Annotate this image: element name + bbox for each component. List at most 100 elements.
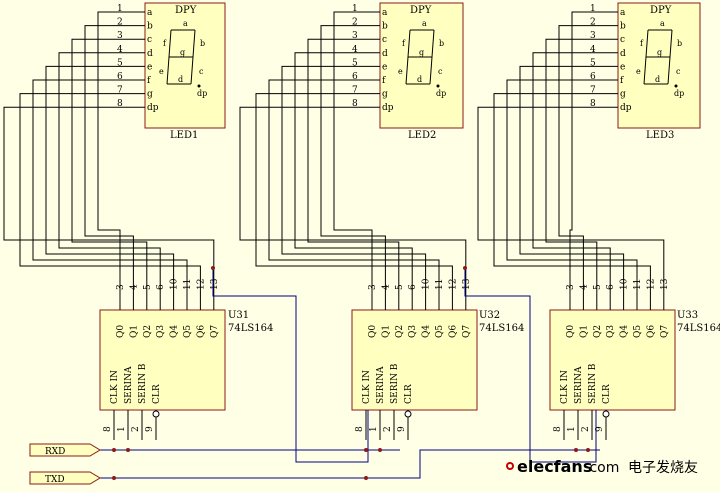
svg-text:e: e [398, 67, 403, 76]
svg-text:74LS164: 74LS164 [677, 323, 720, 334]
svg-text:f: f [640, 39, 644, 48]
chip-pin-name: Q0 [116, 325, 126, 338]
display-pin-name: dp [382, 103, 394, 113]
clr-bubble [404, 410, 412, 418]
chip-input-number: 9 [145, 426, 155, 432]
display-pin-name: a [620, 8, 626, 18]
svg-text:74LS164: 74LS164 [228, 323, 273, 334]
chip-pin-number: 5 [395, 284, 405, 290]
segment-wire [545, 38, 618, 310]
watermark-logo: elecfans ·com 电子发烧友 [506, 457, 698, 476]
chip-pin-name: Q2 [593, 325, 603, 338]
chip-input-number: 2 [131, 426, 141, 432]
display-pin-number: 3 [590, 31, 596, 41]
display-pin-number: 5 [352, 58, 358, 68]
display-led3: DPY a f b g e c d dp LED3 [617, 2, 701, 141]
svg-text:·com: ·com [585, 460, 619, 476]
chip-pin-name: Q4 [170, 325, 180, 338]
chip-pin-name: Q7 [210, 325, 220, 338]
chip-input-name: SERIN B [138, 363, 148, 404]
chip-pin-number: 4 [381, 284, 391, 290]
chip-pin-name: Q7 [462, 325, 472, 338]
display-type-label: DPY [650, 5, 672, 16]
segment-wire [45, 65, 175, 310]
chip-input-name: CLR [152, 384, 162, 404]
segment-wire [71, 38, 148, 310]
chip-pin-name: Q4 [620, 325, 630, 338]
chip-pin-number: 4 [129, 284, 139, 290]
segment-wire [493, 93, 651, 310]
segment-wire [268, 79, 440, 310]
junction [112, 448, 116, 452]
chip-pin-number: 6 [156, 284, 166, 290]
display-pin-number: 7 [590, 86, 596, 96]
junction [112, 476, 116, 480]
svg-text:dp: dp [436, 89, 446, 98]
display-pin-number: 3 [117, 31, 123, 41]
svg-text:e: e [159, 67, 164, 76]
display-pin-name: b [620, 22, 626, 32]
display-pin-name: g [147, 90, 153, 100]
chip-pin-name: Q0 [368, 325, 378, 338]
svg-text:elecfans: elecfans [517, 457, 592, 476]
chip-pin-number: 10 [170, 278, 180, 290]
display-pin-number: 2 [117, 18, 123, 28]
display-type-label: DPY [175, 5, 197, 16]
chip-pin-number: 5 [593, 284, 603, 290]
segment-wire [506, 79, 638, 310]
display-pin-name: dp [620, 103, 632, 113]
svg-text:g: g [657, 48, 662, 57]
svg-text:c: c [676, 67, 681, 76]
chip-input-name: CLK IN [362, 370, 372, 404]
chip-input-number: 2 [581, 426, 591, 432]
display-pin-name: d [147, 49, 153, 59]
segment-wire [239, 106, 467, 310]
svg-text:f: f [402, 39, 406, 48]
chip-pin-number: 3 [566, 284, 576, 290]
display-pin-name: a [147, 8, 153, 18]
segment-wire [477, 106, 665, 310]
chip-pin-number: 13 [660, 278, 670, 290]
display-pin-number: 2 [352, 18, 358, 28]
svg-text:TXD: TXD [45, 475, 65, 485]
chip-pin-number: 6 [606, 284, 616, 290]
display-pin-name: a [382, 8, 388, 18]
display-pin-name: f [147, 76, 151, 86]
chip-pin-number: 10 [620, 278, 630, 290]
svg-text:b: b [439, 39, 444, 48]
chip-pin-number: 3 [116, 284, 126, 290]
display-pin-name: c [147, 35, 152, 45]
chip-pin-name: Q6 [646, 325, 656, 338]
display-pin-number: 8 [590, 99, 596, 109]
display-pin-number: 1 [352, 4, 358, 14]
display-pin-name: dp [147, 103, 159, 113]
chip-pin-name: Q3 [606, 325, 616, 338]
display-designator: LED2 [408, 130, 436, 141]
chip-input-number: 8 [355, 426, 365, 432]
segment-wire [558, 25, 618, 310]
display-pin-name: e [382, 62, 387, 72]
svg-text:b: b [200, 39, 205, 48]
chip-pin-name: Q1 [381, 325, 391, 338]
svg-text:RXD: RXD [45, 447, 65, 457]
segment-wire [294, 52, 413, 310]
svg-text:d: d [655, 75, 660, 84]
display-pin-number: 6 [352, 72, 358, 82]
junction [586, 448, 590, 452]
svg-text:dp: dp [197, 89, 207, 98]
clr-bubble [152, 410, 160, 418]
chip-pin-name: Q2 [143, 325, 153, 338]
chip-pin-number: 6 [408, 284, 418, 290]
display-designator: LED3 [646, 130, 674, 141]
segment-wire [19, 93, 201, 310]
chip-pin-number: 10 [422, 278, 432, 290]
chip-input-name: SERIN B [390, 363, 400, 404]
display-pin-name: g [382, 90, 388, 100]
chip-u31: U31 74LS164 [99, 309, 273, 411]
display-led2: DPY a f b g e c d dp LED2 [379, 2, 464, 141]
svg-text:a: a [183, 19, 188, 28]
chip-input-number: 8 [553, 426, 563, 432]
display-pin-number: 4 [590, 45, 596, 55]
